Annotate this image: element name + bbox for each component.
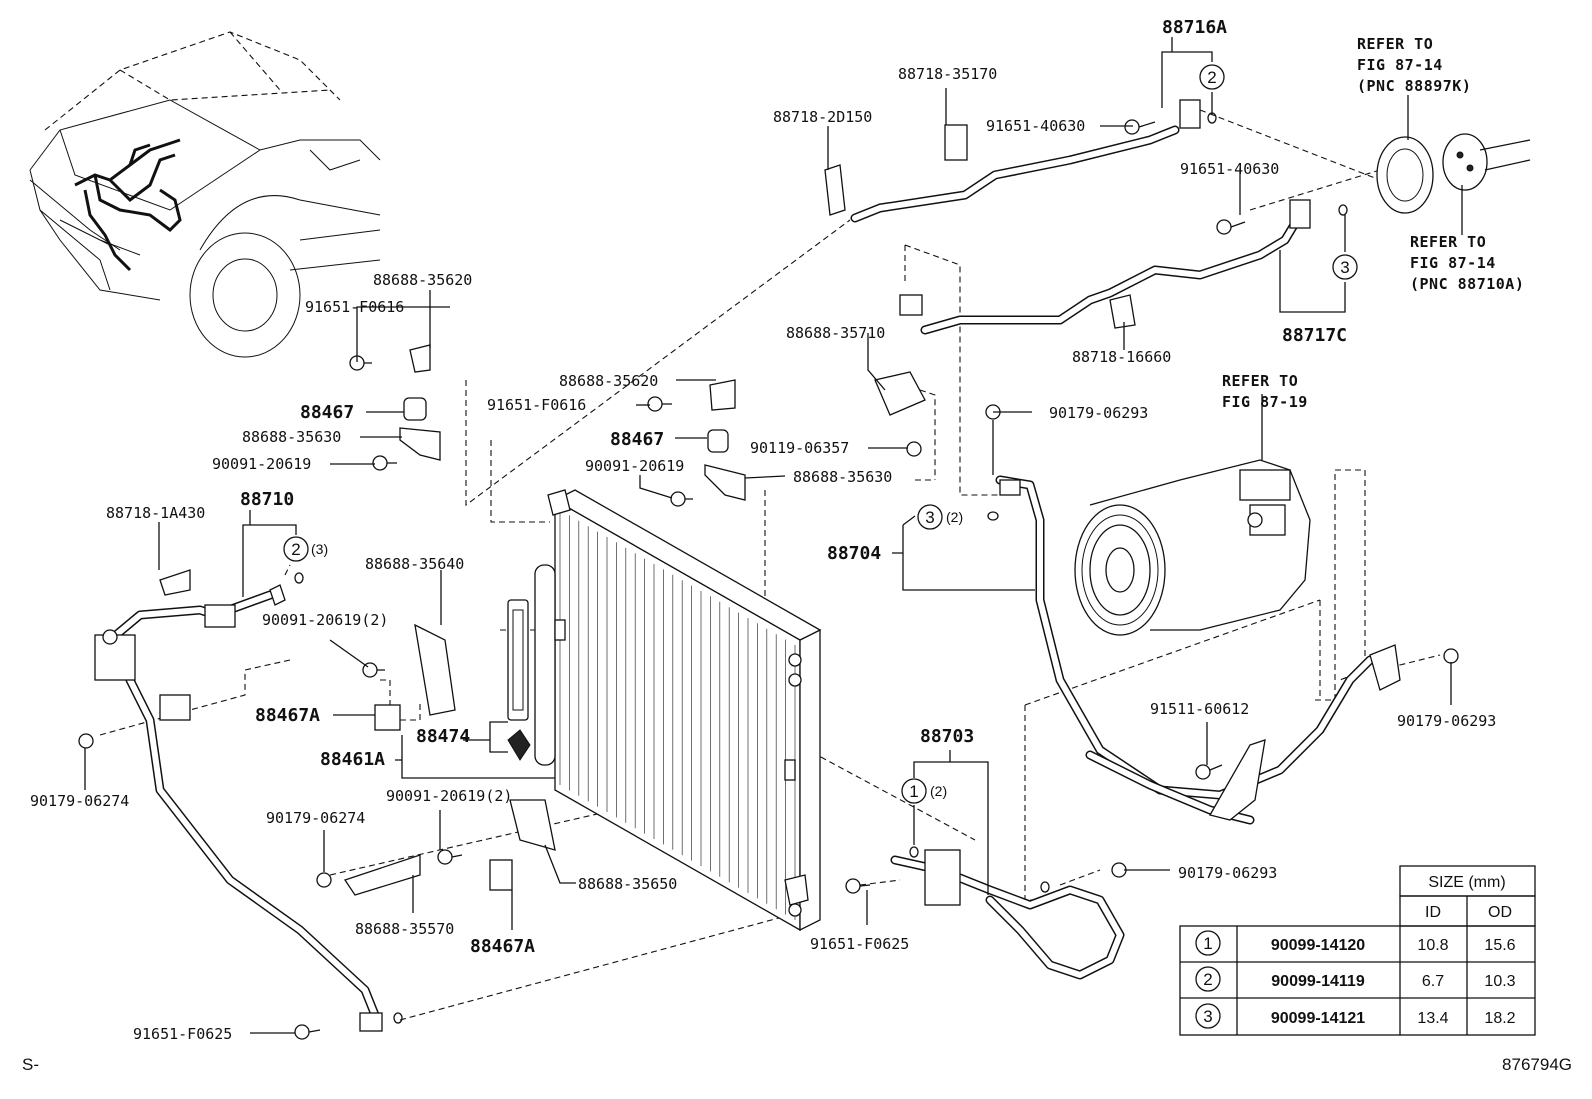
compressor: [1074, 459, 1311, 636]
clutch: [1376, 133, 1531, 214]
refer-note-compressor-line2[interactable]: FIG 87-19: [1222, 393, 1308, 411]
part-label-90179-06274-b[interactable]: 90179-06274: [266, 809, 365, 827]
part-label-91651-F0625-b[interactable]: 91651-F0625: [810, 935, 909, 953]
size-table-row2-part[interactable]: 90099-14119: [1271, 973, 1365, 990]
size-table-row3-ref: 3: [1203, 1007, 1212, 1026]
circle-ref-2-top: 2: [1207, 68, 1216, 87]
size-table-header: SIZE (mm): [1428, 874, 1505, 891]
part-label-88703[interactable]: 88703: [920, 726, 974, 747]
circle-ref-1-88703-qty: (2): [930, 783, 947, 799]
part-label-88467-b[interactable]: 88467: [610, 429, 664, 450]
part-label-88704[interactable]: 88704: [827, 543, 881, 564]
condenser: [507, 489, 822, 932]
condenser-fins: [559, 510, 796, 920]
circle-ref-1-88703: 1: [909, 782, 918, 801]
part-label-88467A-b[interactable]: 88467A: [470, 936, 535, 957]
circle-ref-3-88704-qty: (2): [946, 509, 963, 525]
size-table-row2-od: 10.3: [1484, 973, 1515, 990]
size-table-row1-part[interactable]: 90099-14120: [1271, 937, 1365, 954]
part-label-88688-35630-a[interactable]: 88688-35630: [242, 428, 341, 446]
illustration-number: 876794G: [1502, 1055, 1572, 1074]
part-labels: 88716A 88718-35170 91651-40630 88718-2D1…: [30, 17, 1496, 1043]
part-label-90179-06293-a[interactable]: 90179-06293: [1049, 404, 1148, 422]
refer-note-top-line3[interactable]: (PNC 88897K): [1357, 77, 1471, 95]
refer-note-compressor-line1[interactable]: REFER TO: [1222, 372, 1298, 390]
part-label-90091-20619-b[interactable]: 90091-20619: [585, 457, 684, 475]
refer-note-top-line1[interactable]: REFER TO: [1357, 35, 1433, 53]
part-label-90091-20619-2-a[interactable]: 90091-20619(2): [262, 611, 388, 629]
part-label-88467-a[interactable]: 88467: [300, 402, 354, 423]
part-label-88688-35570[interactable]: 88688-35570: [355, 920, 454, 938]
size-table-row2-id: 6.7: [1422, 973, 1444, 990]
part-label-90179-06293-c[interactable]: 90179-06293: [1178, 864, 1277, 882]
size-table-row3-id: 13.4: [1417, 1010, 1448, 1027]
size-table-col-id: ID: [1425, 904, 1441, 921]
size-table-row3-part[interactable]: 90099-14121: [1271, 1010, 1365, 1027]
part-label-88467A-a[interactable]: 88467A: [255, 705, 320, 726]
size-table-row2-ref: 2: [1203, 970, 1212, 989]
part-label-91651-40630-b[interactable]: 91651-40630: [1180, 160, 1279, 178]
components: [78, 99, 1531, 1040]
part-label-90091-20619-a[interactable]: 90091-20619: [212, 455, 311, 473]
part-label-88716A[interactable]: 88716A: [1162, 17, 1227, 38]
size-table: SIZE (mm) ID OD 1 90099-14120 10.8 15.6 …: [1179, 865, 1536, 1036]
part-label-90119-06357[interactable]: 90119-06357: [750, 439, 849, 457]
pressure-switch: [94, 629, 191, 721]
vehicle-illustration: [29, 31, 381, 358]
assembly-guide-lines: [99, 109, 1441, 1021]
size-table-row1-od: 15.6: [1484, 937, 1515, 954]
part-label-90179-06274-a[interactable]: 90179-06274: [30, 792, 129, 810]
refer-note-mid-line1[interactable]: REFER TO: [1410, 233, 1486, 251]
part-label-88474[interactable]: 88474: [416, 726, 470, 747]
size-table-row1-id: 10.8: [1417, 937, 1448, 954]
part-label-88718-16660[interactable]: 88718-16660: [1072, 348, 1171, 366]
size-table-row1-ref: 1: [1203, 934, 1212, 953]
leader-lines: [84, 37, 1463, 1034]
circle-ref-3-88704: 3: [925, 508, 934, 527]
part-label-88688-35710[interactable]: 88688-35710: [786, 324, 885, 342]
part-label-88688-35650[interactable]: 88688-35650: [578, 875, 677, 893]
part-label-91511-60612[interactable]: 91511-60612: [1150, 700, 1249, 718]
part-label-88688-35620-a[interactable]: 88688-35620: [373, 271, 472, 289]
part-label-88718-1A430[interactable]: 88718-1A430: [106, 504, 205, 522]
size-table-col-od: OD: [1488, 904, 1512, 921]
part-label-88718-2D150[interactable]: 88718-2D150: [773, 108, 872, 126]
refer-note-mid-line2[interactable]: FIG 87-14: [1410, 254, 1496, 272]
part-label-88461A[interactable]: 88461A: [320, 749, 385, 770]
corner-code-left: S-: [22, 1055, 39, 1074]
refer-notes: REFER TO FIG 87-14 (PNC 88897K) REFER TO…: [1222, 35, 1524, 411]
part-label-90179-06293-b[interactable]: 90179-06293: [1397, 712, 1496, 730]
part-label-88718-35170[interactable]: 88718-35170: [898, 65, 997, 83]
part-label-88710[interactable]: 88710: [240, 489, 294, 510]
circle-ref-2-88710: 2: [291, 540, 300, 559]
circle-ref-2-88710-qty: (3): [311, 541, 328, 557]
part-label-91651-F0616-a[interactable]: 91651-F0616: [305, 298, 404, 316]
part-label-88688-35640[interactable]: 88688-35640: [365, 555, 464, 573]
refer-note-top-line2[interactable]: FIG 87-14: [1357, 56, 1443, 74]
circle-ref-3-right: 3: [1340, 258, 1349, 277]
part-label-90091-20619-2-b[interactable]: 90091-20619(2): [386, 787, 512, 805]
size-table-row3-od: 18.2: [1484, 1010, 1515, 1027]
part-label-88688-35620-b[interactable]: 88688-35620: [559, 372, 658, 390]
refer-note-mid-line3[interactable]: (PNC 88710A): [1410, 275, 1524, 293]
part-label-91651-F0625-a[interactable]: 91651-F0625: [133, 1025, 232, 1043]
circled-references: 2 3 2 (3) 3 (2) 1 (2): [283, 64, 1358, 804]
part-label-91651-F0616-b[interactable]: 91651-F0616: [487, 396, 586, 414]
part-label-88688-35630-b[interactable]: 88688-35630: [793, 468, 892, 486]
part-label-88717C[interactable]: 88717C: [1282, 325, 1347, 346]
part-label-91651-40630-a[interactable]: 91651-40630: [986, 117, 1085, 135]
